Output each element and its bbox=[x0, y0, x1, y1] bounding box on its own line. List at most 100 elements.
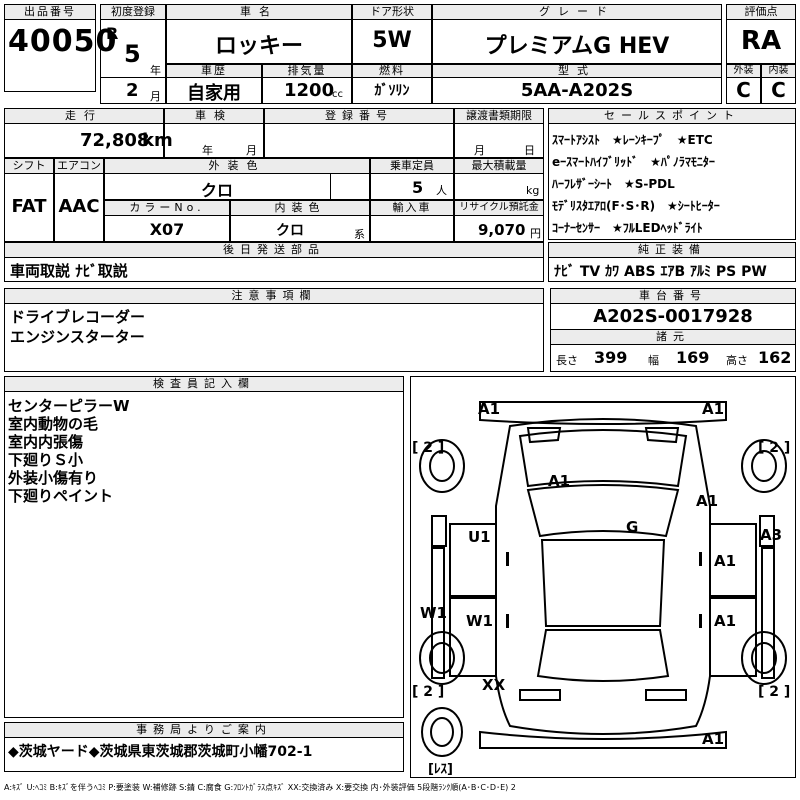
max-load-label: 最大積載量 bbox=[454, 158, 544, 174]
bracket-bottom-right: [ 2 ] bbox=[758, 684, 791, 700]
capacity-label: 乗車定員 bbox=[370, 158, 454, 174]
month-unit: 月 bbox=[150, 90, 161, 103]
damage-rear-bumper: A1 bbox=[702, 730, 725, 748]
damage-door-fl: U1 bbox=[468, 528, 491, 546]
grade: プレミアムG HEV bbox=[484, 34, 670, 59]
damage-door-fr: A1 bbox=[714, 552, 737, 570]
equipment-label: 純正装備 bbox=[548, 242, 796, 258]
damage-windshield: G bbox=[626, 518, 639, 536]
inspector-line-3: 室内内張傷 bbox=[8, 433, 84, 451]
shift-label: シフト bbox=[4, 158, 54, 174]
office-label: 事務局よりご案内 bbox=[4, 722, 404, 738]
damage-door-rl: W1 bbox=[466, 612, 493, 630]
displacement-unit: cc bbox=[332, 89, 343, 100]
fuel-label: 燃料 bbox=[352, 64, 432, 78]
inspection-year-unit: 年 bbox=[202, 144, 213, 157]
legend: A:ｷｽﾞ U:ﾍｺﾐ B:ｷｽﾞを伴うﾍｺﾐ P:要塗装 W:補修跡 S:錆 … bbox=[4, 783, 516, 792]
lot-number: 40050 bbox=[8, 24, 118, 59]
car-diagram bbox=[419, 401, 787, 757]
damage-door-rr2: A1 bbox=[714, 612, 737, 630]
sales-point-2: eｰｽﾏｰﾄﾊｲﾌﾞﾘｯﾄﾞ ★ﾊﾟﾉﾗﾏﾓﾆﾀｰ bbox=[552, 155, 715, 169]
damage-rear-left: XX bbox=[482, 676, 506, 694]
ext-grade-label: 外装 bbox=[726, 64, 761, 78]
inspector-label: 検査員記入欄 bbox=[4, 376, 404, 392]
damage-front-left: A1 bbox=[478, 400, 501, 418]
height-label: 高さ bbox=[726, 354, 748, 367]
length-label: 長さ bbox=[556, 354, 578, 367]
shift: FAT bbox=[11, 196, 47, 217]
width-label: 幅 bbox=[648, 354, 659, 367]
sales-point-4: ﾓﾃﾞﾘｽﾀｴｱﾛ(F･S･R) ★ｼｰﾄﾋｰﾀｰ bbox=[552, 199, 720, 213]
int-grade-label: 内装 bbox=[761, 64, 796, 78]
history: 自家用 bbox=[187, 83, 241, 104]
recycle: 9,070 bbox=[478, 221, 526, 239]
damage-fender-right: A1 bbox=[696, 492, 719, 510]
bracket-top-right: [ 2 ] bbox=[758, 440, 791, 456]
ext-color-label: 外装色 bbox=[104, 158, 370, 174]
mileage: 72,808 bbox=[80, 130, 150, 151]
door-type: 5W bbox=[372, 28, 412, 53]
recycle-unit: 円 bbox=[530, 227, 541, 240]
note-line-1: ドライブレコーダー bbox=[10, 308, 146, 326]
mileage-unit: km bbox=[142, 130, 173, 151]
transfer-day-unit: 日 bbox=[524, 144, 535, 157]
inspector-line-5: 外装小傷有り bbox=[8, 469, 99, 487]
displacement: 1200 bbox=[284, 80, 335, 101]
int-grade: C bbox=[771, 78, 786, 102]
mileage-label: 走行 bbox=[4, 108, 164, 124]
chassis-number: A202S-0017928 bbox=[593, 306, 753, 327]
reg-month: 2 bbox=[126, 80, 139, 101]
damage-hood: A1 bbox=[548, 472, 571, 490]
later-parts-label: 後日発送部品 bbox=[4, 242, 544, 258]
inspector-line-4: 下廻りＳ小 bbox=[8, 451, 84, 469]
year-unit: 年 bbox=[150, 64, 161, 77]
color-no: X07 bbox=[149, 220, 185, 239]
max-load-unit: kg bbox=[526, 184, 540, 197]
aircon-label: エアコン bbox=[54, 158, 104, 174]
model: 5AA-A202S bbox=[520, 80, 634, 101]
model-label: 型式 bbox=[432, 64, 722, 78]
damage-rocker-left: W1 bbox=[420, 604, 447, 622]
reg-year: 5 bbox=[124, 40, 141, 68]
int-color-unit: 系 bbox=[354, 228, 365, 241]
int-color-label: 内装色 bbox=[230, 200, 370, 216]
transfer-month-unit: 月 bbox=[474, 144, 485, 157]
door-label: ドア形状 bbox=[352, 4, 432, 20]
note-line-2: エンジンスターター bbox=[10, 328, 145, 346]
inspection-month-unit: 月 bbox=[246, 144, 257, 157]
inspection-label: 車検 bbox=[164, 108, 264, 124]
grade-label: グレード bbox=[432, 4, 722, 20]
capacity: 5 bbox=[412, 178, 424, 197]
displacement-label: 排気量 bbox=[262, 64, 352, 78]
car-name-label: 車名 bbox=[166, 4, 352, 20]
sales-point-3: ﾊｰﾌﾚｻﾞｰｼｰﾄ ★S-PDL bbox=[552, 177, 675, 191]
sales-point-5: ｺｰﾅｰｾﾝｻｰ ★ﾌﾙLEDﾍｯﾄﾞﾗｲﾄ bbox=[552, 221, 703, 235]
color-no-label: カラーNo. bbox=[104, 200, 230, 216]
inspector-line-1: センターピラーW bbox=[8, 397, 130, 415]
sales-points-label: セールスポイント bbox=[548, 108, 796, 124]
int-color: クロ bbox=[276, 223, 304, 239]
first-reg-label: 初度登録 bbox=[100, 4, 166, 20]
height: 162 bbox=[758, 348, 792, 367]
sales-point-1: ｽﾏｰﾄｱｼｽﾄ ★ﾚｰﾝｷｰﾌﾟ ★ETC bbox=[552, 133, 713, 147]
diagram-box bbox=[410, 376, 796, 778]
damage-door-rr: A3 bbox=[760, 526, 783, 544]
office-notice: ◆茨城ヤード◆茨城県東茨城郡茨城町小幡702-1 bbox=[8, 744, 313, 760]
later-parts: 車両取説 ﾅﾋﾞ取説 bbox=[10, 262, 128, 280]
history-label: 車歴 bbox=[166, 64, 262, 78]
width: 169 bbox=[676, 348, 710, 367]
chassis-label: 車台番号 bbox=[550, 288, 796, 304]
aircon: AAC bbox=[58, 196, 100, 217]
spare-tire: [ﾚｽ] bbox=[428, 762, 453, 777]
recycle-label: リサイクル預託金 bbox=[454, 200, 544, 216]
transfer-label: 譲渡書類期限 bbox=[454, 108, 544, 124]
lot-label: 出品番号 bbox=[4, 4, 96, 20]
inspector-line-2: 室内動物の毛 bbox=[8, 415, 99, 433]
import-label: 輸入車 bbox=[370, 200, 454, 216]
rating: RA bbox=[740, 26, 782, 56]
equipment: ﾅﾋﾞ TV ｶﾜ ABS ｴｱB ｱﾙﾐ PS PW bbox=[554, 264, 767, 280]
ext-grade: C bbox=[736, 78, 751, 102]
car-name: ロッキー bbox=[214, 34, 303, 59]
rating-label: 評価点 bbox=[726, 4, 796, 20]
ext-color: クロ bbox=[200, 181, 233, 200]
